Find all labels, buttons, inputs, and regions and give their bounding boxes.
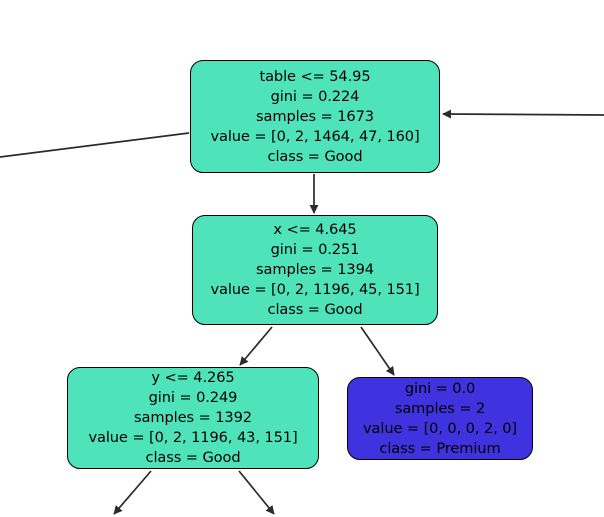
node-premium-leaf-value: value = [0, 0, 0, 2, 0] [363, 419, 517, 437]
node-premium-leaf-class: class = Premium [379, 439, 501, 457]
edge-y-right-child [238, 470, 275, 515]
node-premium-leaf-samples: samples = 2 [394, 399, 486, 417]
node-x-split-samples: samples = 1394 [256, 261, 374, 278]
node-root-gini: gini = 0.224 [270, 87, 360, 105]
node-root-value: value = [0, 2, 1464, 47, 160] [210, 127, 420, 145]
edge-incoming-right [442, 109, 604, 119]
node-x-split-value: value = [0, 2, 1196, 45, 151] [210, 281, 420, 298]
node-root-class: class = Good [267, 147, 363, 165]
node-root-condition: table <= 54.95 [259, 67, 371, 85]
node-premium-leaf-gini: gini = 0.0 [404, 379, 476, 397]
edge-x-to-premium [360, 326, 395, 376]
node-x-split-condition: x <= 4.645 [273, 221, 357, 238]
node-x-split-class: class = Good [267, 301, 363, 318]
node-y-split-class: class = Good [145, 449, 241, 466]
node-y-split-value: value = [0, 2, 1196, 43, 151] [88, 429, 298, 446]
node-root[interactable]: table <= 54.95 gini = 0.224 samples = 16… [190, 60, 440, 173]
node-root-samples: samples = 1673 [256, 107, 374, 125]
node-x-split[interactable]: x <= 4.645 gini = 0.251 samples = 1394 v… [192, 215, 438, 325]
node-premium-leaf[interactable]: gini = 0.0 samples = 2 value = [0, 0, 0,… [347, 377, 533, 460]
node-y-split-samples: samples = 1392 [134, 409, 252, 426]
node-y-split-condition: y <= 4.265 [151, 369, 235, 386]
edge-x-to-y [239, 326, 273, 366]
node-x-split-gini: gini = 0.251 [270, 241, 360, 258]
edge-outgoing-left [0, 132, 190, 158]
node-y-split-gini: gini = 0.249 [148, 389, 238, 406]
node-y-split[interactable]: y <= 4.265 gini = 0.249 samples = 1392 v… [67, 367, 319, 469]
edge-y-left-child [113, 470, 152, 515]
